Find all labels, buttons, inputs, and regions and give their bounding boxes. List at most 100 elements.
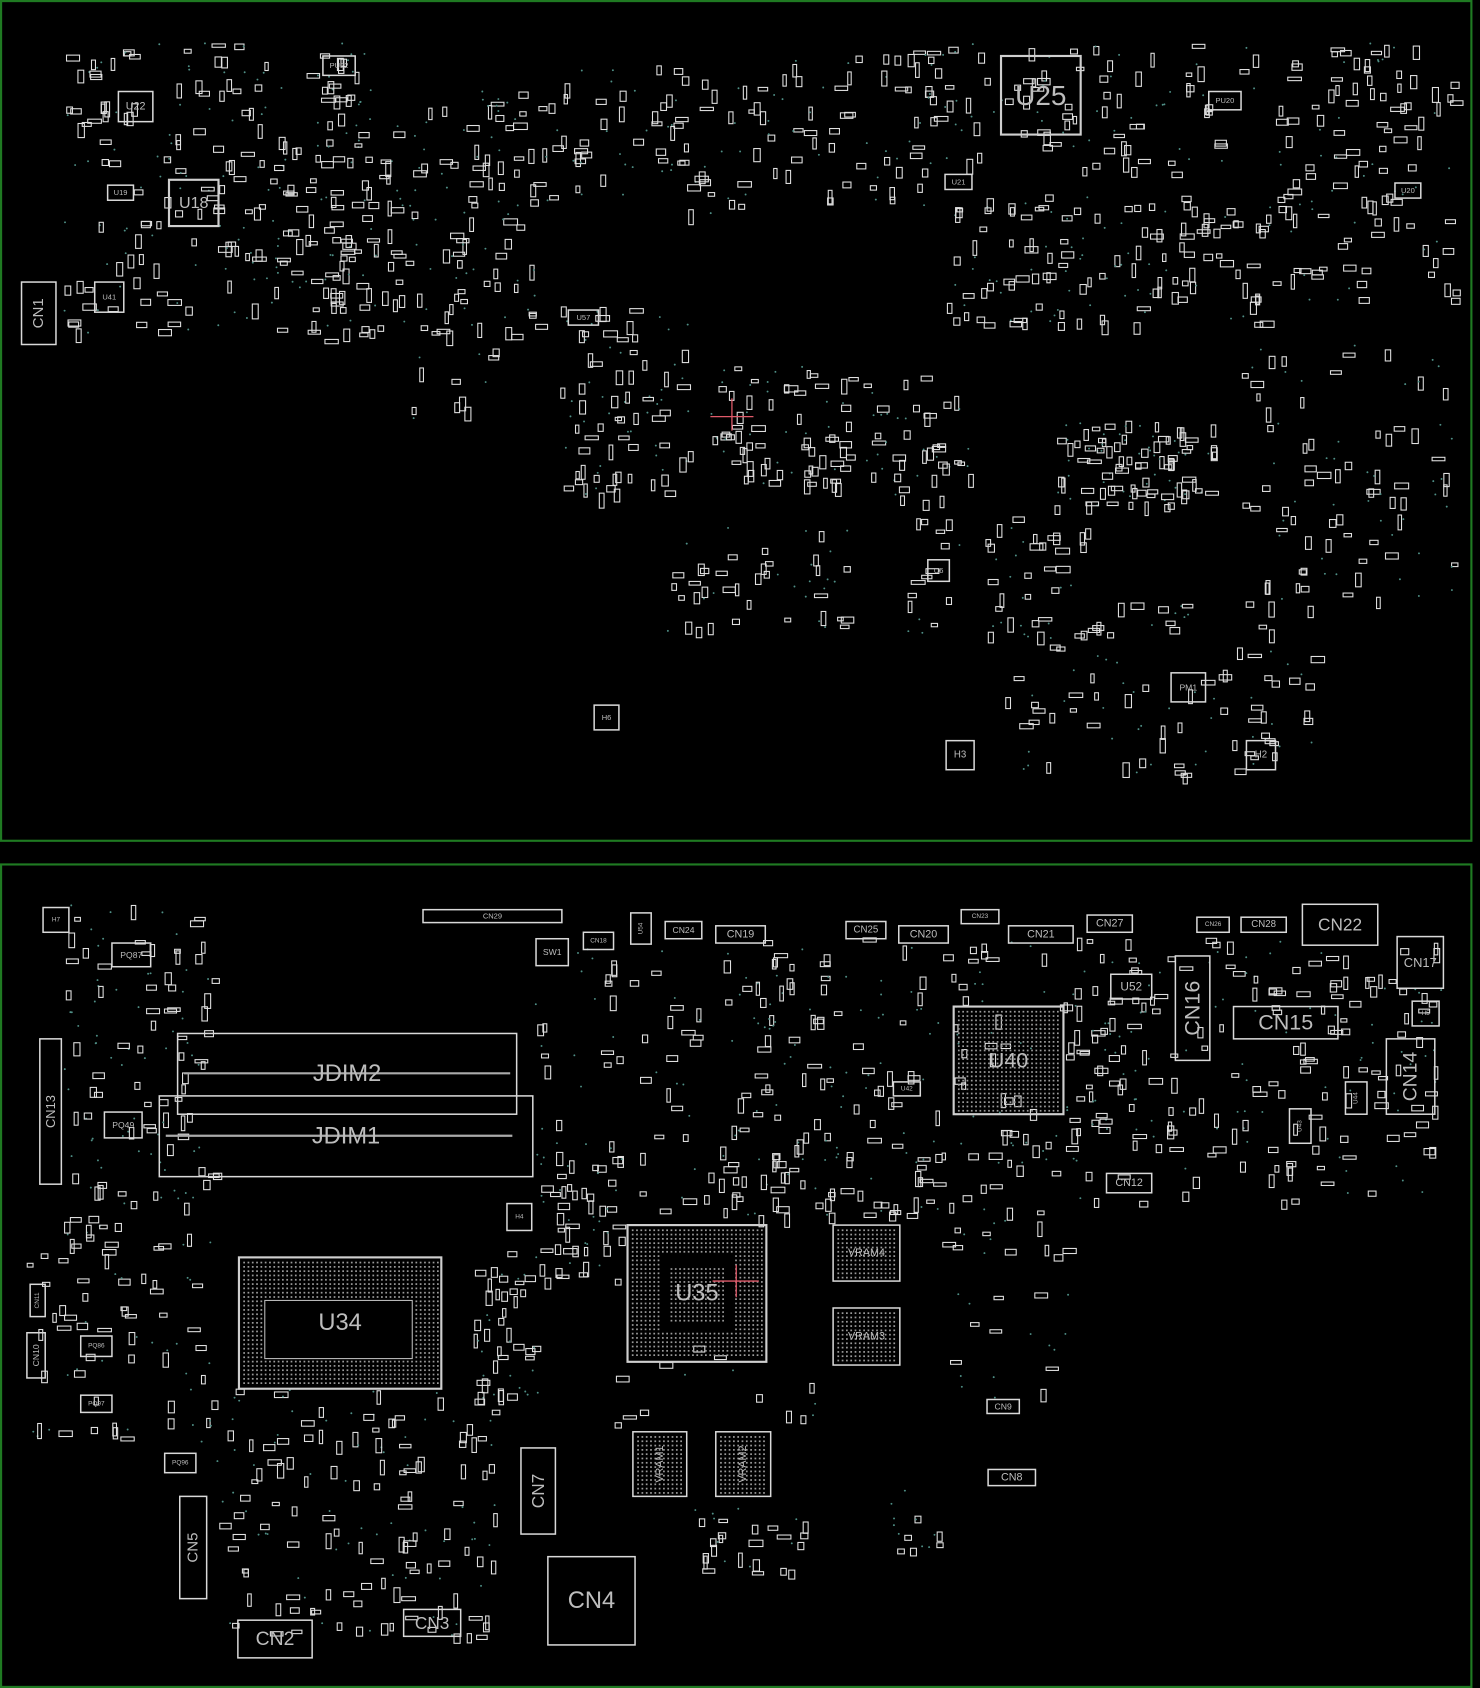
smd-pad[interactable] <box>565 1226 571 1243</box>
smd-pad[interactable] <box>83 1112 93 1120</box>
smd-pad[interactable] <box>439 159 454 165</box>
smd-pad[interactable] <box>928 56 935 65</box>
smd-pad[interactable] <box>1181 280 1189 287</box>
smd-pad[interactable] <box>712 436 719 446</box>
smd-pad[interactable] <box>321 161 334 169</box>
component-cn19[interactable]: CN19 <box>715 925 767 944</box>
smd-pad[interactable] <box>578 447 591 455</box>
smd-pad[interactable] <box>529 264 535 281</box>
smd-pad[interactable] <box>720 1146 727 1161</box>
smd-pad[interactable] <box>1000 1093 1006 1109</box>
smd-pad[interactable] <box>476 1556 484 1568</box>
smd-pad[interactable] <box>1004 1248 1017 1256</box>
smd-pad[interactable] <box>1015 275 1030 283</box>
smd-pad[interactable] <box>354 143 363 148</box>
smd-pad[interactable] <box>195 954 203 965</box>
smd-pad[interactable] <box>1335 469 1341 484</box>
smd-pad[interactable] <box>632 334 639 343</box>
smd-pad[interactable] <box>1164 504 1171 513</box>
smd-pad[interactable] <box>575 470 580 480</box>
component-pq97[interactable]: PQ97 <box>79 1394 113 1414</box>
smd-pad[interactable] <box>333 1528 340 1537</box>
smd-pad[interactable] <box>723 960 732 974</box>
smd-pad[interactable] <box>953 256 961 266</box>
smd-pad[interactable] <box>66 106 73 114</box>
smd-pad[interactable] <box>74 916 81 922</box>
smd-pad[interactable] <box>329 221 344 228</box>
smd-pad[interactable] <box>574 479 584 486</box>
smd-pad[interactable] <box>869 185 878 191</box>
smd-pad[interactable] <box>988 1152 1003 1160</box>
smd-pad[interactable] <box>611 960 618 976</box>
smd-pad[interactable] <box>1329 370 1342 375</box>
smd-pad[interactable] <box>1285 136 1293 149</box>
smd-pad[interactable] <box>810 1014 816 1031</box>
smd-pad[interactable] <box>1031 273 1040 285</box>
smd-pad[interactable] <box>754 573 762 585</box>
smd-pad[interactable] <box>330 1465 338 1480</box>
smd-pad[interactable] <box>138 254 144 266</box>
smd-pad[interactable] <box>693 592 701 605</box>
smd-pad[interactable] <box>612 1224 627 1230</box>
smd-pad[interactable] <box>1304 479 1315 487</box>
smd-pad[interactable] <box>420 325 429 332</box>
smd-pad[interactable] <box>1192 1176 1201 1190</box>
smd-pad[interactable] <box>449 304 454 316</box>
smd-pad[interactable] <box>736 411 744 425</box>
smd-pad[interactable] <box>1272 1009 1283 1016</box>
smd-pad[interactable] <box>1045 1366 1059 1371</box>
smd-pad[interactable] <box>1244 751 1256 757</box>
smd-pad[interactable] <box>351 201 365 209</box>
smd-pad[interactable] <box>1073 207 1082 216</box>
smd-pad[interactable] <box>1094 213 1101 224</box>
smd-pad[interactable] <box>70 108 82 115</box>
smd-pad[interactable] <box>1404 1013 1409 1025</box>
smd-pad[interactable] <box>363 1413 375 1421</box>
smd-pad[interactable] <box>90 1426 99 1435</box>
smd-pad[interactable] <box>1074 633 1085 639</box>
smd-pad[interactable] <box>537 1024 545 1037</box>
smd-pad[interactable] <box>563 1248 578 1255</box>
smd-pad[interactable] <box>1042 272 1057 281</box>
smd-pad[interactable] <box>563 93 568 105</box>
smd-pad[interactable] <box>1400 948 1410 956</box>
smd-pad[interactable] <box>1153 441 1161 454</box>
smd-pad[interactable] <box>1378 167 1388 174</box>
smd-pad[interactable] <box>1342 352 1356 358</box>
smd-pad[interactable] <box>586 1193 595 1202</box>
smd-pad[interactable] <box>1330 1029 1344 1035</box>
smd-pad[interactable] <box>476 1379 491 1386</box>
smd-pad[interactable] <box>1397 514 1403 531</box>
component-vram4[interactable]: VRAM4 <box>832 1224 901 1282</box>
smd-pad[interactable] <box>942 463 950 476</box>
smd-pad[interactable] <box>556 1212 565 1226</box>
smd-pad[interactable] <box>1239 1161 1246 1173</box>
smd-pad[interactable] <box>751 1571 765 1576</box>
smd-pad[interactable] <box>1032 533 1038 544</box>
smd-pad[interactable] <box>227 280 232 294</box>
smd-pad[interactable] <box>731 460 742 465</box>
smd-pad[interactable] <box>1339 49 1352 57</box>
smd-pad[interactable] <box>941 1152 947 1161</box>
smd-pad[interactable] <box>325 1589 332 1601</box>
smd-pad[interactable] <box>1330 47 1346 53</box>
smd-pad[interactable] <box>484 154 491 167</box>
smd-pad[interactable] <box>276 327 289 333</box>
component-u54[interactable]: U54 <box>629 912 652 945</box>
smd-pad[interactable] <box>459 1431 467 1444</box>
smd-pad[interactable] <box>732 1177 740 1186</box>
smd-pad[interactable] <box>597 423 604 432</box>
smd-pad[interactable] <box>1074 988 1082 1000</box>
smd-pad[interactable] <box>1070 48 1078 55</box>
smd-pad[interactable] <box>688 580 701 586</box>
smd-pad[interactable] <box>1369 539 1379 546</box>
smd-pad[interactable] <box>981 943 988 953</box>
smd-pad[interactable] <box>1268 1174 1275 1189</box>
component-u42[interactable]: U42 <box>892 1081 922 1097</box>
smd-pad[interactable] <box>345 95 352 107</box>
smd-pad[interactable] <box>1156 228 1163 243</box>
smd-pad[interactable] <box>1406 223 1415 229</box>
smd-pad[interactable] <box>1236 647 1243 661</box>
smd-pad[interactable] <box>136 321 148 329</box>
smd-pad[interactable] <box>131 103 138 117</box>
